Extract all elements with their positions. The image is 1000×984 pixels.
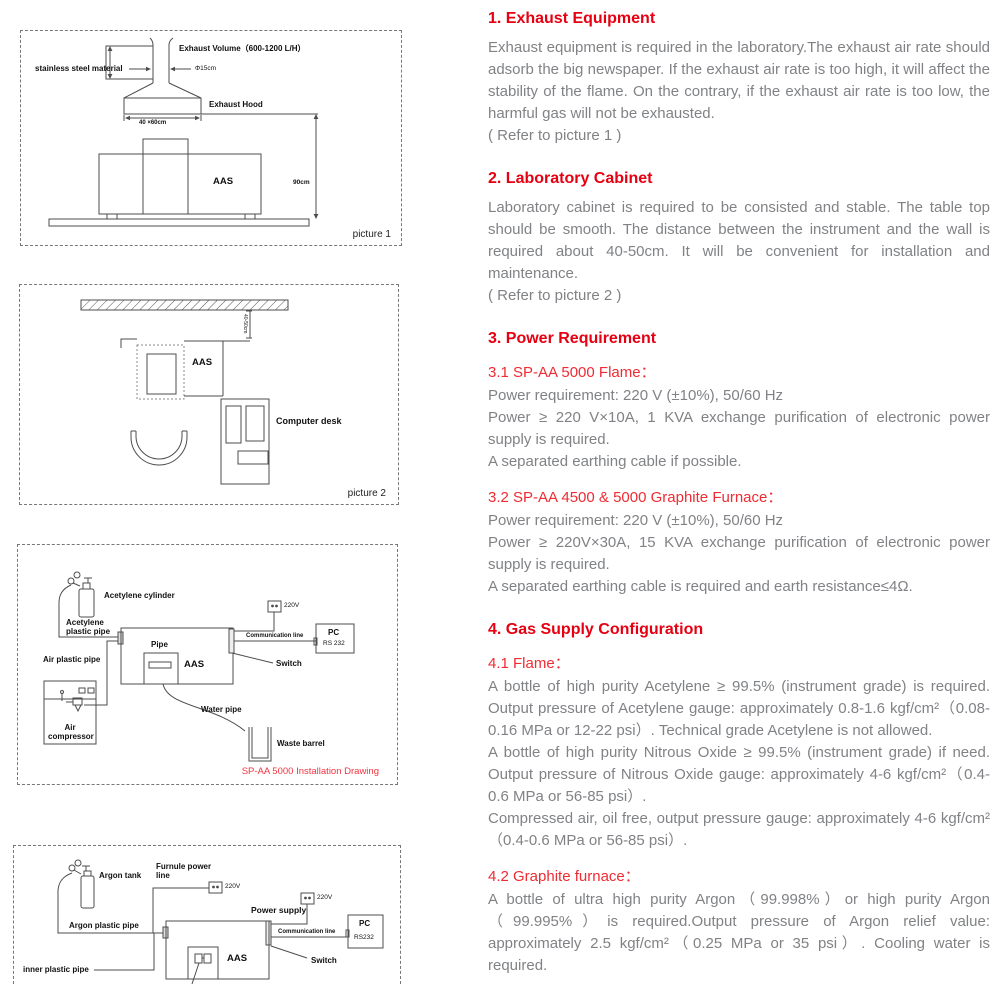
- air-compressor-label: Air compressor: [48, 723, 94, 741]
- argon-tank-label: Argon tank: [99, 871, 142, 880]
- picture-3-installation-diagram: Acetylene cylinder Acetylene plastic pip…: [17, 544, 398, 785]
- computer-desk-label: Computer desk: [276, 416, 342, 426]
- height-dimension-label: 90cm: [293, 179, 310, 186]
- furnace-installation-drawing: [57, 859, 384, 984]
- section-gas-supply: 4. Gas Supply Configuration 4.1 Flame： A…: [488, 621, 990, 977]
- section-paragraph: Power requirement: 220 V (±10%), 50/60 H…: [488, 512, 784, 529]
- section-power-requirement: 3. Power Requirement 3.1 SP-AA 5000 Flam…: [488, 330, 990, 598]
- subsection-heading: 4.1 Flame：: [488, 655, 570, 672]
- section-paragraph: Power requirement: 220 V (±10%), 50/60 H…: [488, 387, 784, 404]
- installation-drawing-caption: SP-AA 5000 Installation Drawing: [241, 766, 379, 777]
- picture-1-caption: picture 1: [352, 229, 391, 240]
- switch-label: Switch: [311, 956, 337, 965]
- hood-dimension-label: 40 ×60cm: [137, 120, 169, 126]
- section-paragraph: Laboratory cabinet is required to be con…: [488, 199, 990, 282]
- communication-line-label: Communication line: [278, 929, 336, 935]
- section-paragraph: A bottle of ultra high purity Argon（99.9…: [488, 891, 990, 974]
- furnace-power-line-label: Furnule power line: [156, 862, 212, 880]
- acetylene-cylinder-label: Acetylene cylinder: [104, 591, 175, 600]
- section-paragraph: A bottle of high purity Acetylene ≥ 99.5…: [488, 678, 990, 739]
- instructions-column: 1. Exhaust Equipment Exhaust equipment i…: [488, 0, 990, 977]
- picture-2-layout-diagram: 40-50cm AAS Computer desk picture 2: [19, 284, 399, 505]
- section-heading: 3. Power Requirement: [488, 330, 657, 347]
- section-laboratory-cabinet: 2. Laboratory Cabinet Laboratory cabinet…: [488, 170, 990, 307]
- section-exhaust-equipment: 1. Exhaust Equipment Exhaust equipment i…: [488, 10, 990, 147]
- subsection-heading: 3.1 SP-AA 5000 Flame：: [488, 364, 656, 381]
- diameter-label: Φ15cm: [195, 65, 217, 72]
- section-paragraph: A separated earthing cable if possible.: [488, 453, 742, 470]
- aas-label: AAS: [227, 953, 248, 964]
- lab-layout-drawing: [80, 299, 289, 485]
- aas-label: AAS: [184, 659, 205, 670]
- section-heading: 4. Gas Supply Configuration: [488, 621, 704, 638]
- rs232-label: RS232: [354, 934, 374, 941]
- exhaust-volume-label: Exhaust Volume（600-1200 L/H）: [179, 44, 306, 53]
- argon-pipe-label: Argon plastic pipe: [69, 921, 139, 930]
- subsection-heading: 4.2 Graphite furnace：: [488, 868, 640, 885]
- waste-barrel-label: Waste barrel: [277, 739, 325, 748]
- section-paragraph: Exhaust equipment is required in the lab…: [488, 39, 990, 122]
- stainless-steel-label: stainless steel material: [35, 64, 123, 73]
- outlet-voltage-label: 220V: [225, 883, 241, 890]
- picture-1-exhaust-diagram: Exhaust Volume（600-1200 L/H） stainless s…: [20, 30, 402, 246]
- acetylene-pipe-label: Acetylene plastic pipe: [66, 618, 111, 636]
- section-paragraph: Compressed air, oil free, output pressur…: [488, 810, 990, 849]
- section-paragraph: Power ≥ 220V×30A, 15 KVA exchange purifi…: [488, 534, 990, 573]
- flame-installation-drawing: [43, 571, 355, 762]
- outlet-voltage-label: 220V: [284, 602, 300, 609]
- wall-distance-label: 40-50cm: [242, 314, 248, 334]
- inner-pipe-label: inner plastic pipe: [23, 965, 89, 974]
- switch-label: Switch: [276, 659, 302, 668]
- aas-label: AAS: [192, 357, 213, 368]
- rs232-label: RS 232: [323, 640, 345, 647]
- picture-4-argon-diagram: Argon tank Furnule power line 220V 220V …: [13, 845, 401, 984]
- pipe-label: Pipe: [151, 640, 168, 649]
- section-paragraph: A bottle of high purity Nitrous Oxide ≥ …: [488, 744, 990, 805]
- refer-note: ( Refer to picture 1 ): [488, 127, 622, 144]
- section-heading: 2. Laboratory Cabinet: [488, 170, 653, 187]
- outlet-voltage-label: 220V: [317, 894, 333, 901]
- pc-label: PC: [328, 628, 340, 637]
- aas-label: AAS: [213, 176, 234, 187]
- communication-line-label: Communication line: [246, 633, 304, 639]
- exhaust-hood-label: Exhaust Hood: [209, 100, 263, 109]
- pc-label: PC: [359, 919, 371, 928]
- air-pipe-label: Air plastic pipe: [43, 655, 101, 664]
- picture-2-caption: picture 2: [347, 488, 386, 499]
- section-paragraph: Power ≥ 220 V×10A, 1 KVA exchange purifi…: [488, 409, 990, 448]
- subsection-heading: 3.2 SP-AA 4500 & 5000 Graphite Furnace：: [488, 489, 783, 506]
- water-pipe-label: Water pipe: [201, 705, 242, 714]
- refer-note: ( Refer to picture 2 ): [488, 287, 622, 304]
- section-paragraph: A separated earthing cable is required a…: [488, 578, 913, 595]
- power-supply-label: Power supply: [251, 905, 307, 915]
- section-heading: 1. Exhaust Equipment: [488, 10, 656, 27]
- exhaust-hood-drawing: [48, 37, 319, 227]
